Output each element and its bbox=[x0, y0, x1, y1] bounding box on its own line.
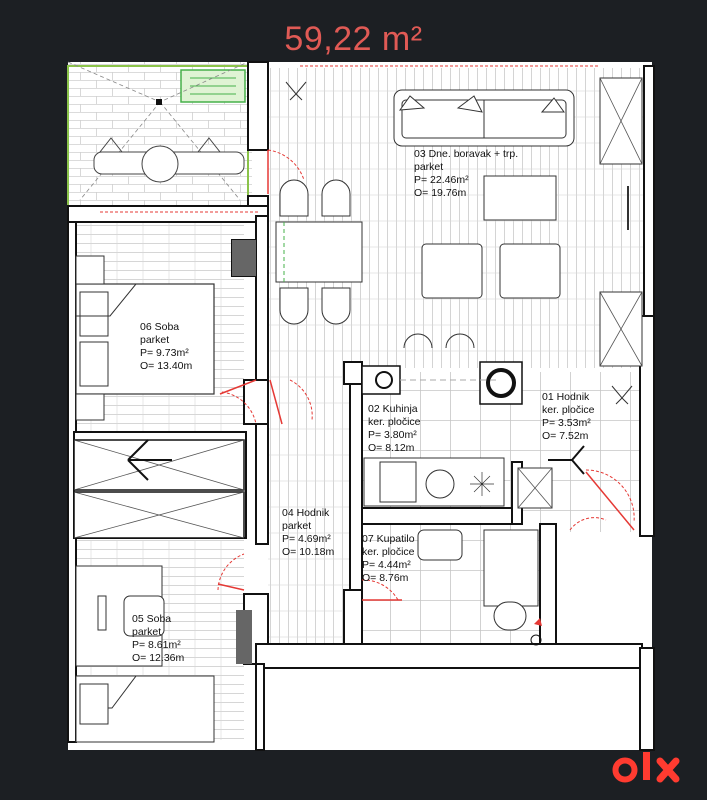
door-swings bbox=[100, 65, 635, 601]
coffee-table bbox=[483, 175, 557, 221]
right-arrow-icon bbox=[548, 445, 585, 475]
dining-table bbox=[275, 221, 363, 283]
armchair-right bbox=[499, 243, 561, 299]
olx-logo bbox=[612, 752, 680, 783]
shower bbox=[483, 529, 539, 607]
balcony-table bbox=[141, 145, 179, 183]
dining-chairs bbox=[279, 179, 351, 325]
pillar bbox=[232, 240, 256, 276]
total-area-label: 59,22 m² bbox=[284, 20, 423, 58]
toilet bbox=[493, 601, 527, 631]
plant-icon bbox=[285, 81, 307, 101]
left-arrow-icon bbox=[127, 439, 172, 481]
door-leaves bbox=[217, 150, 635, 601]
armchair-left bbox=[421, 243, 483, 299]
washbasin bbox=[417, 529, 463, 561]
